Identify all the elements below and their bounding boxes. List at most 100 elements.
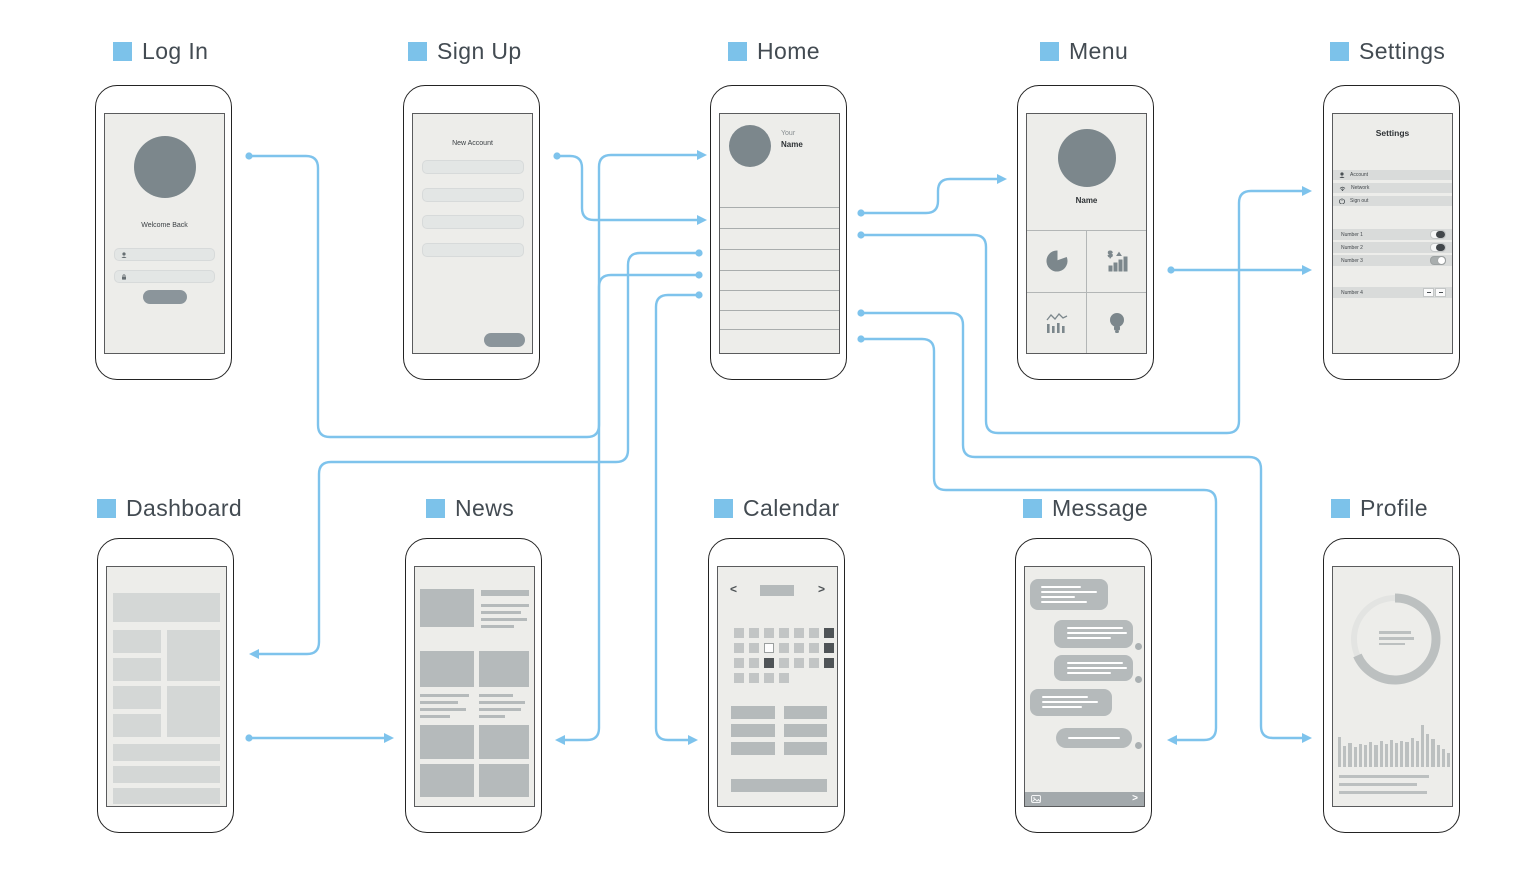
message-screen: > bbox=[1024, 566, 1145, 807]
legend-square-icon bbox=[113, 42, 132, 61]
text-line bbox=[479, 708, 521, 711]
flow-start-dot bbox=[245, 152, 253, 160]
welcome-text: Welcome Back bbox=[141, 222, 188, 229]
flow-arrowhead bbox=[1302, 186, 1312, 196]
chart-bar bbox=[1374, 745, 1378, 767]
flow-home-to-menu bbox=[861, 177, 997, 215]
chart-bar bbox=[1395, 743, 1399, 767]
footer-text-line bbox=[1339, 775, 1429, 778]
message-phone: > bbox=[1015, 538, 1152, 833]
article-image bbox=[420, 725, 474, 759]
network-icon bbox=[1339, 186, 1346, 191]
profile-phone bbox=[1323, 538, 1460, 833]
ring-text-line bbox=[1379, 643, 1405, 645]
flow-start-dot bbox=[695, 291, 703, 299]
calendar-day-cell bbox=[764, 643, 774, 653]
news-screen bbox=[414, 566, 535, 807]
chart-bar bbox=[1379, 741, 1383, 767]
avatar-dot bbox=[1135, 676, 1142, 683]
flow-home-to-dashboard bbox=[259, 251, 699, 656]
event-bar bbox=[784, 742, 827, 755]
avatar bbox=[134, 136, 196, 198]
chart-bar bbox=[1400, 741, 1404, 767]
avatar-dot bbox=[1135, 742, 1142, 749]
news-phone bbox=[405, 538, 542, 833]
screen-title: Menu bbox=[1069, 38, 1129, 64]
toggle-switch bbox=[1430, 243, 1446, 252]
title-message: Message bbox=[1023, 495, 1148, 522]
username-field bbox=[114, 248, 215, 261]
list-row-divider bbox=[720, 207, 839, 208]
calendar-day-cell bbox=[749, 658, 759, 668]
chat-bubble-outgoing bbox=[1054, 620, 1133, 648]
settings-stepper-row: Number 4 bbox=[1333, 287, 1452, 298]
bubble-text-line bbox=[1067, 637, 1111, 639]
bubble-text-line bbox=[1067, 672, 1111, 674]
flow-start-dot bbox=[857, 209, 865, 217]
chart-bar bbox=[1389, 740, 1394, 767]
event-bar bbox=[731, 706, 775, 719]
title-calendar: Calendar bbox=[714, 495, 840, 522]
calendar-day-cell bbox=[824, 628, 834, 638]
flow-arrowhead bbox=[697, 150, 707, 160]
calendar-day-cell bbox=[809, 643, 819, 653]
calendar-day-cell bbox=[764, 628, 774, 638]
bubble-text-line bbox=[1067, 627, 1123, 629]
calendar-day-cell bbox=[824, 658, 834, 668]
widget-block bbox=[113, 766, 220, 783]
event-bar bbox=[784, 724, 827, 737]
calendar-day-cell bbox=[779, 673, 789, 683]
widget-block bbox=[113, 744, 220, 761]
legend-square-icon bbox=[728, 42, 747, 61]
ring-text-line bbox=[1379, 637, 1414, 640]
list-row-divider bbox=[720, 270, 839, 271]
chart-bar bbox=[1384, 744, 1388, 767]
bubble-text-line bbox=[1067, 667, 1127, 669]
text-line bbox=[420, 701, 458, 704]
screen-title: Sign Up bbox=[437, 38, 522, 64]
bubble-text-line bbox=[1042, 706, 1082, 708]
ring-text-line bbox=[1379, 631, 1411, 634]
chart-bar bbox=[1369, 742, 1373, 767]
flow-login-to-home bbox=[249, 153, 697, 439]
text-line bbox=[420, 694, 469, 697]
list-row-divider bbox=[720, 249, 839, 250]
screen-title: News bbox=[455, 495, 515, 521]
toggle-switch bbox=[1430, 230, 1446, 239]
chat-bubble-incoming bbox=[1030, 579, 1108, 610]
widget-block bbox=[113, 714, 161, 737]
footer-text-line bbox=[1339, 783, 1417, 786]
headline-bar bbox=[481, 590, 529, 596]
stepper-increase bbox=[1435, 288, 1446, 297]
flow-arrowhead bbox=[697, 215, 707, 225]
title-news: News bbox=[426, 495, 514, 522]
calendar-day-cell bbox=[734, 673, 744, 683]
settings-item-network: Network bbox=[1333, 183, 1452, 193]
screen-title: Settings bbox=[1359, 38, 1446, 64]
home-screen: Your Name bbox=[719, 113, 840, 354]
widget-block bbox=[113, 686, 161, 709]
legend-square-icon bbox=[408, 42, 427, 61]
chart-bar bbox=[1431, 739, 1435, 767]
flow-home-to-message bbox=[861, 337, 1218, 742]
widget-block bbox=[113, 593, 220, 622]
bubble-text-line bbox=[1042, 696, 1088, 698]
widget-block bbox=[113, 658, 161, 681]
home-phone: Your Name bbox=[710, 85, 847, 380]
calendar-day-cell bbox=[749, 628, 759, 638]
flow-home-to-calendar bbox=[654, 293, 699, 742]
login-phone: Welcome Back bbox=[95, 85, 232, 380]
bubble-text-line bbox=[1067, 662, 1123, 664]
legend-square-icon bbox=[97, 499, 116, 518]
user-name: Your Name bbox=[781, 129, 803, 149]
chart-bar bbox=[1446, 753, 1451, 767]
flow-start-dot bbox=[857, 335, 865, 343]
toggle-switch bbox=[1430, 256, 1446, 265]
next-month-chevron-icon: > bbox=[817, 582, 825, 596]
chart-bar bbox=[1426, 734, 1430, 767]
list-row-divider bbox=[720, 290, 839, 291]
flow-arrowhead bbox=[1302, 733, 1312, 743]
legend-square-icon bbox=[1330, 42, 1349, 61]
article-image bbox=[420, 764, 474, 797]
grid-divider bbox=[1086, 230, 1087, 353]
